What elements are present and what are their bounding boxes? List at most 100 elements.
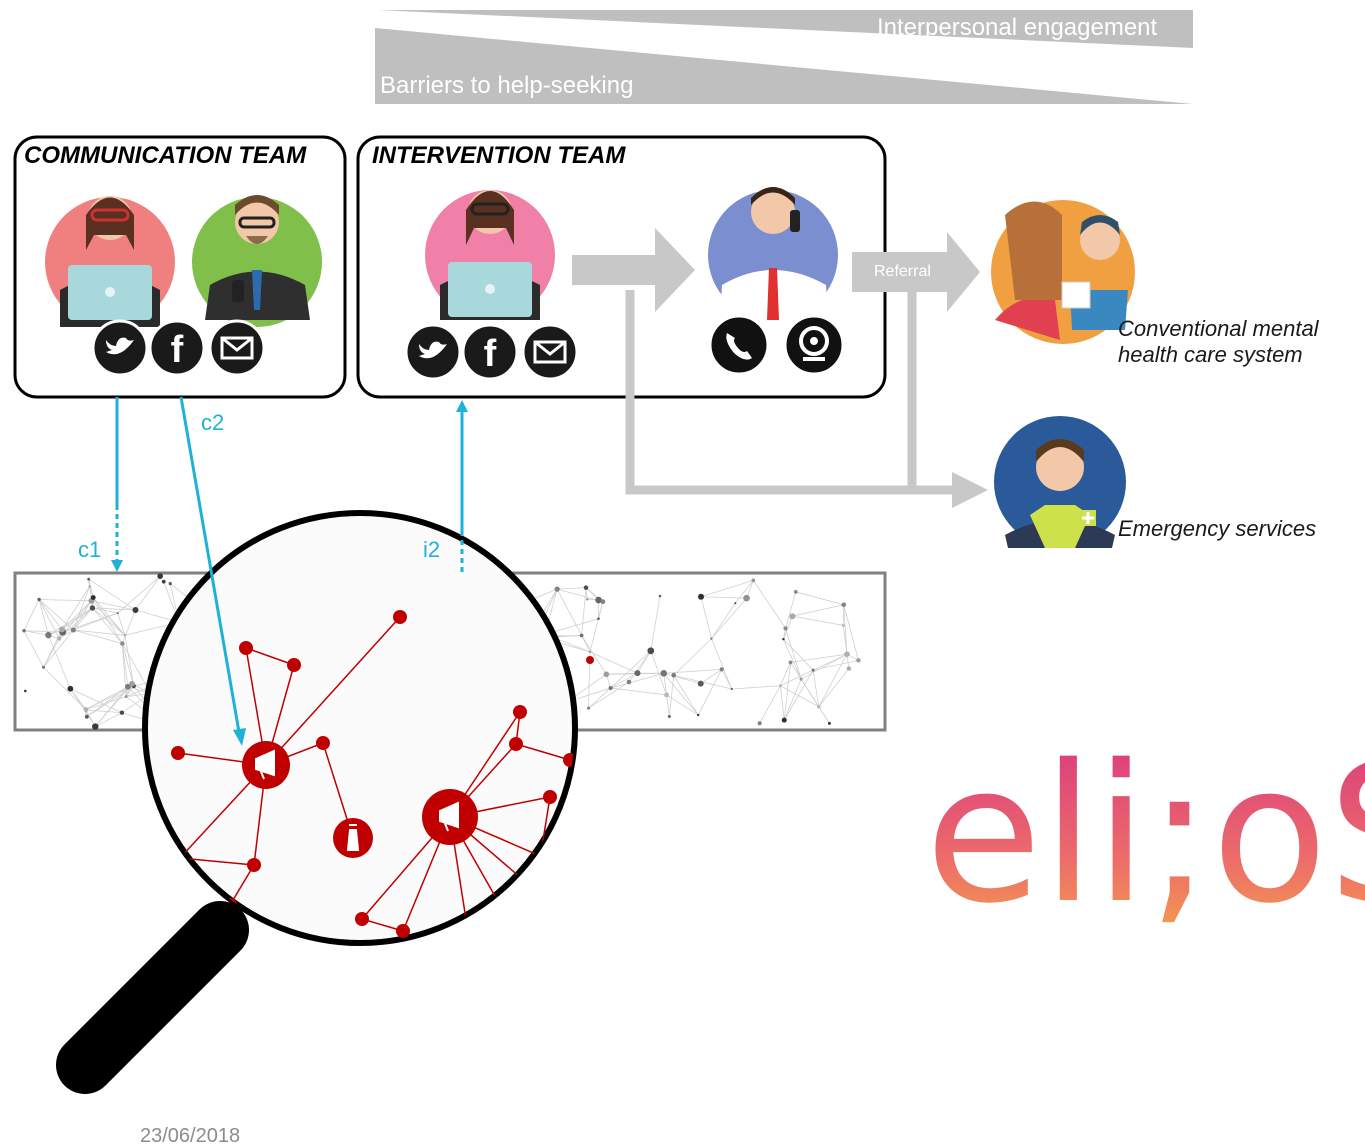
mail-icon bbox=[523, 325, 577, 379]
mental-health-label: Conventional mental health care system bbox=[1118, 316, 1319, 368]
influence-edge bbox=[375, 945, 470, 1050]
influence-node bbox=[368, 1043, 382, 1057]
network-node bbox=[734, 602, 736, 604]
network-node bbox=[555, 587, 560, 592]
network-node bbox=[587, 707, 590, 710]
svg-text:f: f bbox=[171, 329, 184, 371]
twitter-icon bbox=[93, 321, 147, 375]
influence-node bbox=[501, 912, 515, 926]
intervention-social-icons: f bbox=[406, 325, 577, 379]
influence-node bbox=[463, 938, 477, 952]
webcam-icon bbox=[785, 316, 843, 374]
network-node bbox=[856, 658, 860, 662]
network-node bbox=[125, 695, 128, 698]
network-node bbox=[586, 598, 588, 600]
mental-health-line1: Conventional mental bbox=[1118, 316, 1319, 342]
influence-node bbox=[239, 641, 253, 655]
network-node bbox=[90, 605, 95, 610]
network-node bbox=[841, 602, 846, 607]
network-node bbox=[627, 680, 632, 685]
network-node bbox=[89, 585, 91, 587]
facebook-icon: f bbox=[463, 325, 517, 379]
influence-node bbox=[509, 737, 523, 751]
network-node bbox=[589, 651, 591, 653]
svg-text:f: f bbox=[484, 333, 497, 375]
communication-social-icons: f bbox=[93, 321, 264, 375]
network-node bbox=[59, 627, 65, 633]
magnifier-lens bbox=[145, 513, 575, 943]
referral-label: Referral bbox=[874, 263, 931, 281]
network-node bbox=[698, 594, 704, 600]
network-node bbox=[169, 582, 172, 585]
mental-health-line2: health care system bbox=[1118, 342, 1319, 368]
mail-icon bbox=[210, 321, 264, 375]
mental-health-avatar bbox=[991, 200, 1135, 344]
network-node bbox=[157, 573, 163, 579]
network-node bbox=[85, 715, 89, 719]
network-node bbox=[812, 669, 815, 672]
i2-label: i2 bbox=[423, 537, 440, 563]
network-node bbox=[133, 607, 139, 613]
network-node bbox=[162, 580, 166, 584]
influence-node bbox=[247, 858, 261, 872]
network-node bbox=[129, 681, 135, 687]
influence-node bbox=[513, 705, 527, 719]
network-node bbox=[782, 638, 784, 640]
network-node bbox=[671, 673, 676, 678]
intervention-woman-avatar bbox=[425, 190, 555, 320]
influence-node bbox=[393, 610, 407, 624]
network-node bbox=[600, 599, 605, 604]
network-node bbox=[664, 693, 669, 698]
network-node bbox=[783, 626, 787, 630]
influence-node bbox=[396, 924, 410, 938]
c1-arrow bbox=[111, 397, 123, 572]
influence-edge bbox=[470, 919, 508, 945]
network-node bbox=[720, 667, 724, 671]
network-node bbox=[659, 595, 662, 598]
network-node bbox=[758, 721, 762, 725]
communication-team-title: COMMUNICATION TEAM bbox=[24, 142, 306, 170]
network-node bbox=[42, 666, 45, 669]
elios-logo: eli;oS bbox=[925, 724, 1365, 945]
network-node bbox=[124, 634, 126, 636]
network-node bbox=[789, 660, 793, 664]
network-node bbox=[91, 595, 96, 600]
isolated-node bbox=[586, 656, 594, 664]
network-node bbox=[789, 613, 795, 619]
network-node bbox=[800, 677, 803, 680]
network-node bbox=[731, 688, 733, 690]
network-node bbox=[84, 709, 86, 711]
influence-node bbox=[568, 864, 582, 878]
network-node bbox=[120, 641, 124, 645]
network-node bbox=[751, 579, 755, 583]
emergency-avatar bbox=[994, 416, 1126, 548]
network-node bbox=[92, 723, 98, 729]
network-node bbox=[782, 718, 787, 723]
influence-node bbox=[543, 790, 557, 804]
network-node bbox=[57, 637, 61, 641]
network-node bbox=[697, 714, 699, 716]
network-node bbox=[842, 624, 845, 627]
network-node bbox=[117, 612, 119, 614]
network-node bbox=[45, 632, 51, 638]
network-node bbox=[710, 638, 712, 640]
logo-text: eli;oS bbox=[925, 724, 1365, 945]
network-node bbox=[22, 629, 25, 632]
network-node bbox=[634, 670, 640, 676]
network-node bbox=[120, 710, 124, 714]
network-node bbox=[779, 684, 782, 687]
influence-node bbox=[528, 883, 542, 897]
phone-icon bbox=[710, 316, 768, 374]
influence-node bbox=[316, 736, 330, 750]
network-node bbox=[817, 705, 821, 709]
network-node bbox=[743, 595, 750, 602]
network-node bbox=[609, 686, 613, 690]
network-node bbox=[584, 585, 589, 590]
influence-node bbox=[355, 912, 369, 926]
network-node bbox=[37, 598, 40, 601]
network-node bbox=[580, 634, 584, 638]
network-node bbox=[847, 666, 851, 670]
engagement-label: Interpersonal engagement bbox=[877, 14, 1157, 42]
network-node bbox=[87, 578, 90, 581]
emergency-label: Emergency services bbox=[1118, 516, 1316, 542]
